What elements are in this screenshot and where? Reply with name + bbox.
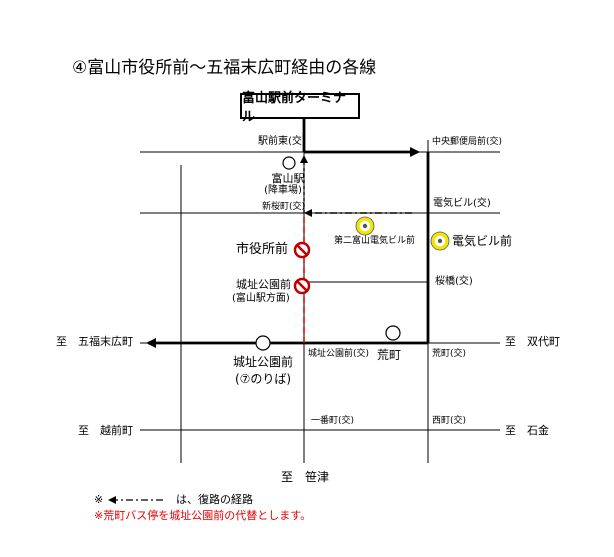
label-ekimae-higashi: 駅前東(交): [258, 136, 306, 147]
label-nishicho: 西町(交): [432, 416, 467, 426]
outbound-route: [146, 119, 430, 348]
label-ichibancho: 一番町(交): [311, 416, 355, 426]
stop-joshi-closed: [293, 277, 311, 295]
terminal-box: 富山駅前ターミナル: [240, 91, 360, 125]
label-dir-ishigane: 至 石金: [505, 424, 549, 437]
label-sakurabashi: 桜橋(交): [435, 276, 473, 287]
stop-joshi-south: [255, 335, 271, 351]
label-denki-building-kou: 電気ビル(交): [433, 198, 491, 209]
label-shiyakusho: 市役所前: [236, 242, 289, 257]
stop-toyama-eki: [282, 156, 296, 170]
label-shinsakura: 新桜町(交): [262, 202, 306, 212]
return-route: [300, 155, 412, 343]
label-joshi-koen-south: 城址公園前: [232, 355, 293, 369]
stop-arakawa: [385, 325, 401, 341]
label-chuo-yubinkyoku: 中央郵便局前(交): [432, 137, 503, 147]
label-dir-sodai: 至 双代町: [505, 335, 560, 348]
note-return-route: は、復路の経路: [176, 493, 253, 506]
label-denki-mae: 電気ビル前: [452, 234, 513, 248]
roads-horizontal: [140, 151, 500, 431]
note-mark: ※: [94, 493, 104, 506]
page-title: ④富山市役所前～五福末広町経由の各線: [72, 58, 377, 78]
label-toyama-eki: 富山駅: [271, 172, 305, 185]
label-arakawa: 荒町: [377, 348, 402, 362]
label-joshi-koen-south-sub: (⑦のりば): [234, 372, 292, 386]
label-dir-gofuku: 至 五福末広町: [56, 335, 133, 348]
label-joshi-koen-sub: (富山駅方面): [232, 293, 290, 304]
stop-denki-mae-marker: [430, 231, 450, 251]
label-daini-denki: 第二富山電気ビル前: [334, 236, 416, 246]
stop-daini-denki-marker: [355, 216, 375, 236]
label-toyama-eki-sub: (降車場): [264, 185, 302, 196]
stop-shiyakusho-closed: [293, 241, 311, 259]
label-dir-echizen: 至 越前町: [78, 424, 133, 437]
label-joshi-koen-kou: 城址公園前(交): [308, 349, 370, 359]
note-arakawa-substitute: ※荒町バス停を城址公園前の代替とします。: [94, 509, 312, 522]
label-dir-sasazu: 至 笹津: [281, 470, 330, 484]
label-joshi-koen: 城址公園前: [236, 278, 291, 291]
label-arakawa-kou: 荒町(交): [432, 349, 467, 359]
